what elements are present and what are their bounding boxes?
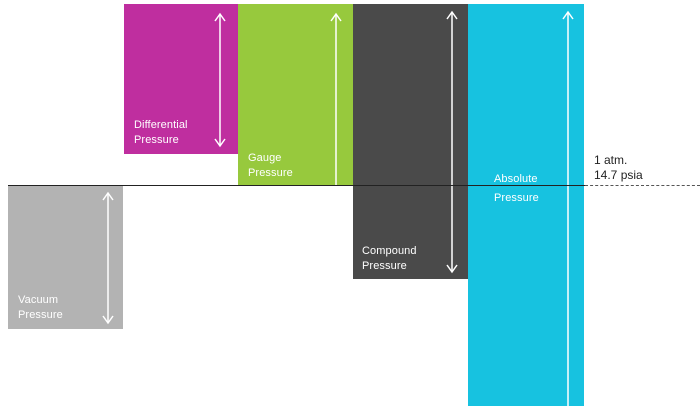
double-arrow-icon	[214, 12, 226, 148]
differential-pressure-block: Differential Pressure	[124, 4, 238, 154]
double-arrow-icon	[446, 10, 458, 274]
up-arrow-icon	[562, 10, 574, 406]
atm-label-line2: 14.7 psia	[594, 168, 643, 182]
differential-label-line1: Differential	[134, 119, 188, 131]
differential-label-line2: Pressure	[134, 134, 179, 146]
vacuum-label-line1: Vacuum	[18, 294, 59, 306]
absolute-label-line2: Pressure	[494, 192, 539, 204]
gauge-label-line1: Gauge	[248, 152, 282, 164]
vacuum-label-line2: Pressure	[18, 309, 63, 321]
double-arrow-icon	[102, 191, 114, 325]
compound-pressure-block: Compound Pressure	[353, 4, 468, 279]
atmospheric-reference-line-dotted	[585, 185, 700, 186]
gauge-pressure-block: Gauge Pressure	[238, 4, 353, 185]
absolute-pressure-block: Absolute Pressure	[468, 4, 584, 406]
up-arrow-icon	[330, 12, 342, 185]
atmospheric-pressure-label: 1 atm. 14.7 psia	[594, 153, 643, 183]
vacuum-pressure-label: Vacuum Pressure	[18, 293, 63, 323]
compound-label-line2: Pressure	[362, 260, 407, 272]
compound-pressure-label: Compound Pressure	[362, 244, 417, 274]
gauge-pressure-label: Gauge Pressure	[248, 151, 293, 181]
absolute-label-line1: Absolute	[494, 173, 538, 185]
atmospheric-reference-line	[8, 185, 585, 186]
differential-pressure-label: Differential Pressure	[134, 118, 188, 148]
absolute-pressure-label: Absolute Pressure	[494, 170, 539, 208]
compound-label-line1: Compound	[362, 245, 417, 257]
atm-label-line1: 1 atm.	[594, 153, 628, 167]
gauge-label-line2: Pressure	[248, 167, 293, 179]
vacuum-pressure-block: Vacuum Pressure	[8, 186, 123, 329]
